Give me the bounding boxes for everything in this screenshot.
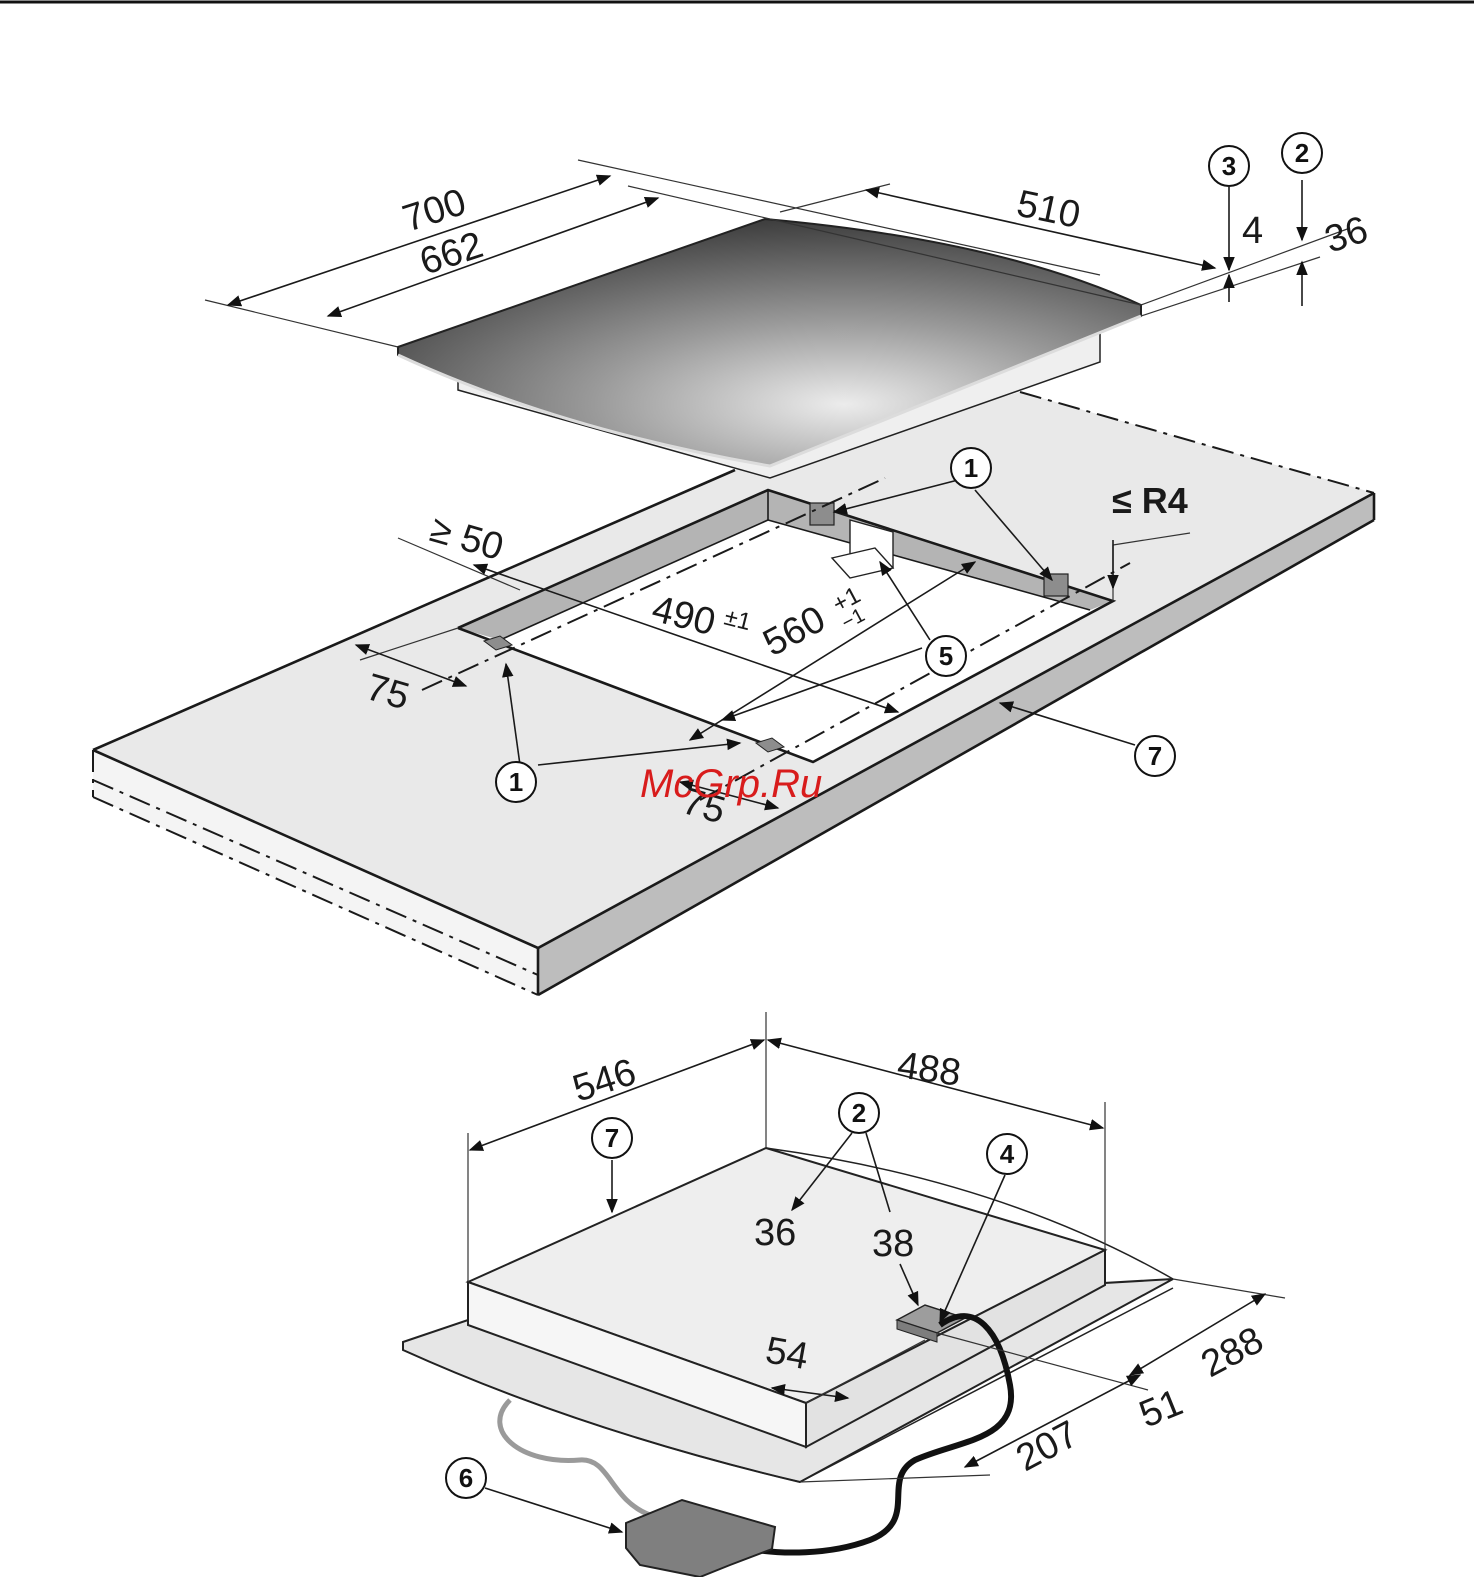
callout-2-top: 2 — [1282, 133, 1322, 173]
callout-7-top: 7 — [1135, 736, 1175, 776]
dim-hob-height: 36 — [1320, 209, 1373, 262]
callout-5: 5 — [926, 636, 966, 676]
dim-box-offset: 54 — [762, 1330, 811, 1379]
svg-text:5: 5 — [939, 641, 953, 671]
dim-front-clearance: ≥ 50 — [426, 508, 508, 569]
svg-text:7: 7 — [605, 1123, 619, 1153]
svg-text:2: 2 — [1295, 138, 1309, 168]
svg-text:7: 7 — [1148, 741, 1162, 771]
callout-3: 3 — [1209, 146, 1249, 186]
dim-glass-thickness: 4 — [1242, 210, 1263, 252]
svg-text:4: 4 — [1000, 1139, 1015, 1169]
svg-text:6: 6 — [459, 1463, 473, 1493]
dim-height-a: 36 — [754, 1212, 796, 1254]
dim-cable-y: 51 — [1134, 1382, 1189, 1437]
svg-text:3: 3 — [1222, 151, 1236, 181]
callout-1-rear: 1 — [951, 448, 991, 488]
dim-height-b: 38 — [872, 1223, 914, 1265]
dim-hob-depth: 510 — [1013, 183, 1084, 237]
callout-1-front: 1 — [496, 762, 536, 802]
svg-text:2: 2 — [852, 1098, 866, 1128]
callout-4: 4 — [987, 1134, 1027, 1174]
callout-6: 6 — [446, 1458, 486, 1498]
svg-text:1: 1 — [509, 767, 523, 797]
dim-corner-radius: ≤ R4 — [1112, 480, 1188, 521]
dim-body-depth: 488 — [895, 1044, 964, 1094]
dim-offset-207: 207 — [1010, 1413, 1086, 1480]
svg-text:1: 1 — [964, 453, 978, 483]
bracket-rear-right — [1044, 574, 1068, 596]
terminal-block — [626, 1500, 775, 1577]
dim-body-width: 546 — [568, 1051, 641, 1111]
watermark: McGrp.Ru — [640, 762, 822, 806]
callout-7-bottom: 7 — [592, 1118, 632, 1158]
callout-2-bottom: 2 — [839, 1093, 879, 1133]
